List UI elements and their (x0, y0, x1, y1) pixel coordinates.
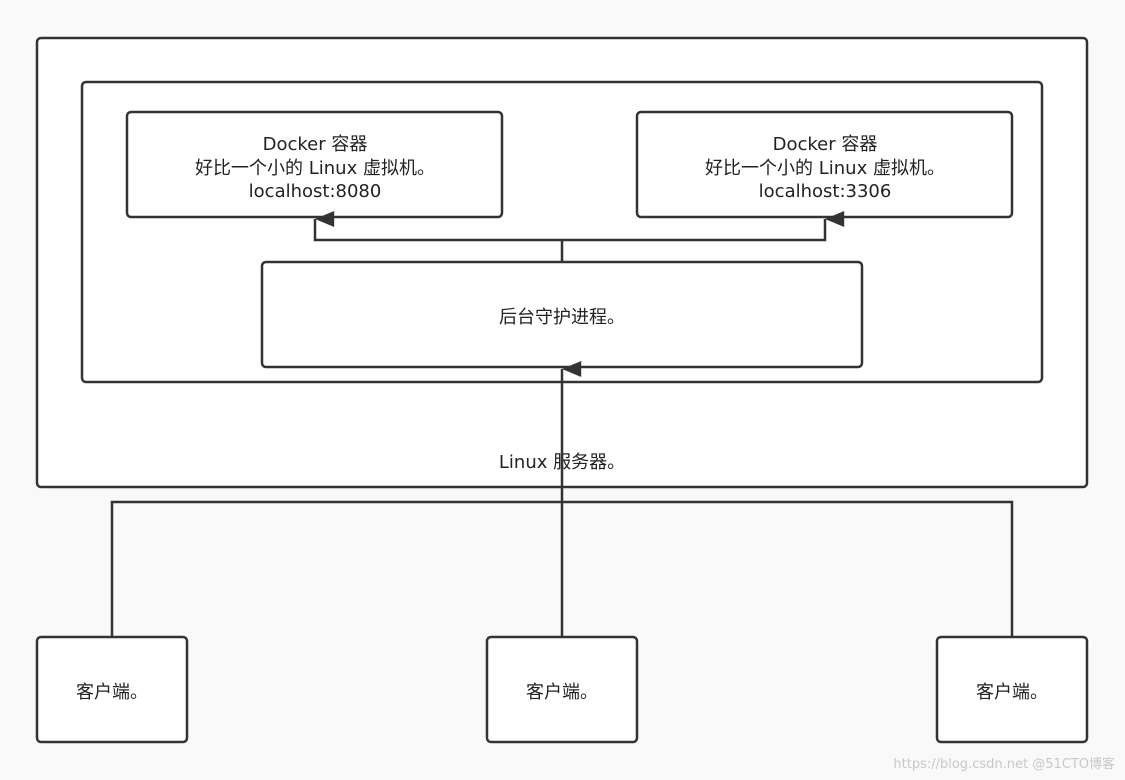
client-3-label: 客户端。 (976, 682, 1048, 703)
client-1: 客户端。 (35, 635, 189, 744)
docker-container-2-title: Docker 容器 (773, 134, 878, 155)
client-2: 客户端。 (485, 635, 639, 744)
docker-container-2: Docker 容器 好比一个小的 Linux 虚拟机。 localhost:33… (635, 110, 1014, 219)
docker-container-1-address: localhost:8080 (249, 181, 382, 202)
docker-container-1-box (125, 110, 504, 219)
daemon-label: 后台守护进程。 (499, 307, 625, 328)
daemon-to-container-2-arrow (562, 211, 845, 242)
client-3-box (935, 635, 1089, 744)
daemon: 后台守护进程。 (260, 260, 864, 369)
docker-container-2-address: localhost:3306 (759, 181, 892, 202)
docker-container-1-title: Docker 容器 (263, 134, 368, 155)
docker-container-1: Docker 容器 好比一个小的 Linux 虚拟机。 localhost:80… (125, 110, 504, 219)
docker-container-2-description: 好比一个小的 Linux 虚拟机。 (705, 158, 945, 179)
docker-container-1-description: 好比一个小的 Linux 虚拟机。 (195, 158, 435, 179)
watermark: https://blog.csdn.net @51CTO博客 (893, 757, 1115, 772)
client-3: 客户端。 (935, 635, 1089, 744)
client-2-label: 客户端。 (526, 682, 598, 703)
client-2-box (485, 635, 639, 744)
docker-container-2-box (635, 110, 1014, 219)
daemon-to-container-1-arrow (313, 211, 562, 242)
client-1-box (35, 635, 189, 744)
client-1-label: 客户端。 (76, 682, 148, 703)
